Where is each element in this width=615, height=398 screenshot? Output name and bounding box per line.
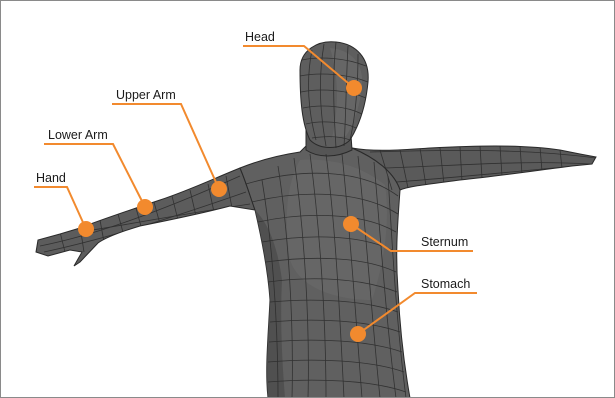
lower-arm-label: Lower Arm [48,128,108,142]
upper-arm-leader-line [112,104,219,189]
hand-label: Hand [36,171,66,185]
hand-leader-line [34,187,86,229]
sternum-label: Sternum [421,235,468,249]
hand-marker[interactable] [78,221,94,237]
stomach-label: Stomach [421,277,470,291]
head-marker[interactable] [346,80,362,96]
lower-arm-marker[interactable] [137,199,153,215]
upper-arm-marker[interactable] [211,181,227,197]
head-label: Head [245,30,275,44]
stomach-marker[interactable] [350,326,366,342]
sternum-marker[interactable] [343,216,359,232]
upper-arm-label: Upper Arm [116,88,176,102]
